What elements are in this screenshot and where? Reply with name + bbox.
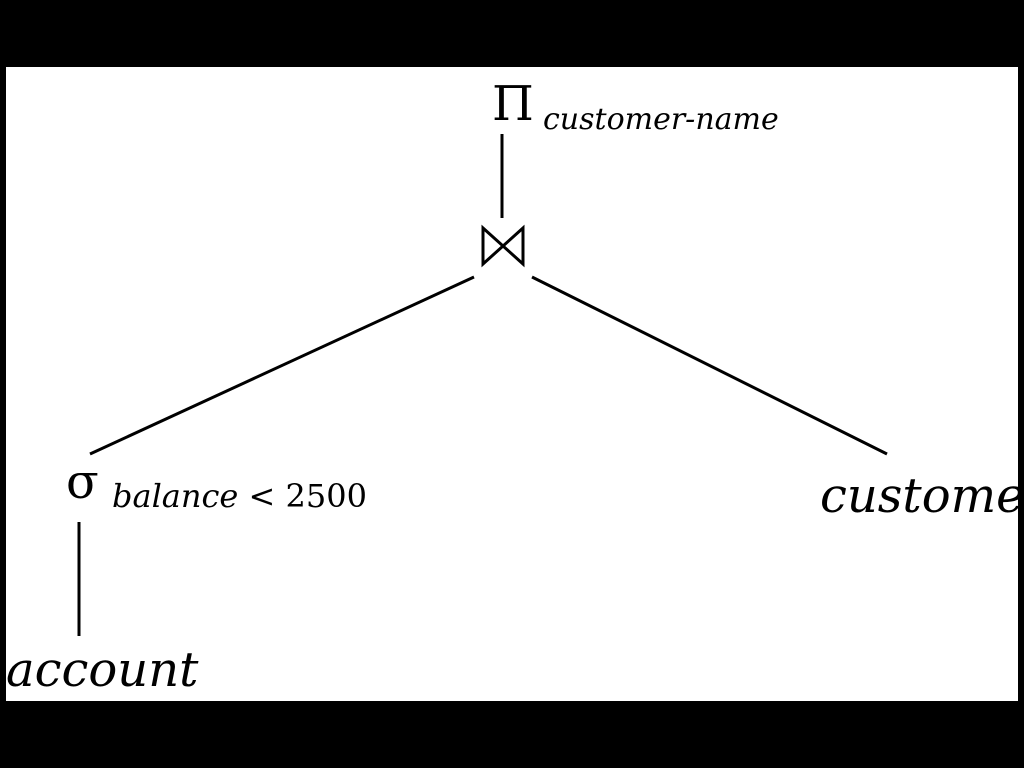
selection-operator: < 2500	[238, 477, 367, 515]
relation-customer: customer	[820, 468, 1024, 524]
projection-subscript: customer-name	[543, 102, 779, 137]
edge-join-to-customer	[531, 275, 888, 456]
selection-symbol: σ	[66, 454, 99, 510]
diagram-canvas	[6, 67, 1018, 701]
selection-condition: balance < 2500	[112, 480, 367, 512]
edge-join-to-selection	[89, 275, 475, 456]
relation-account: account	[6, 642, 199, 698]
selection-attribute: balance	[112, 477, 239, 515]
join-symbol	[481, 224, 525, 268]
projection-symbol: Π	[492, 76, 534, 132]
